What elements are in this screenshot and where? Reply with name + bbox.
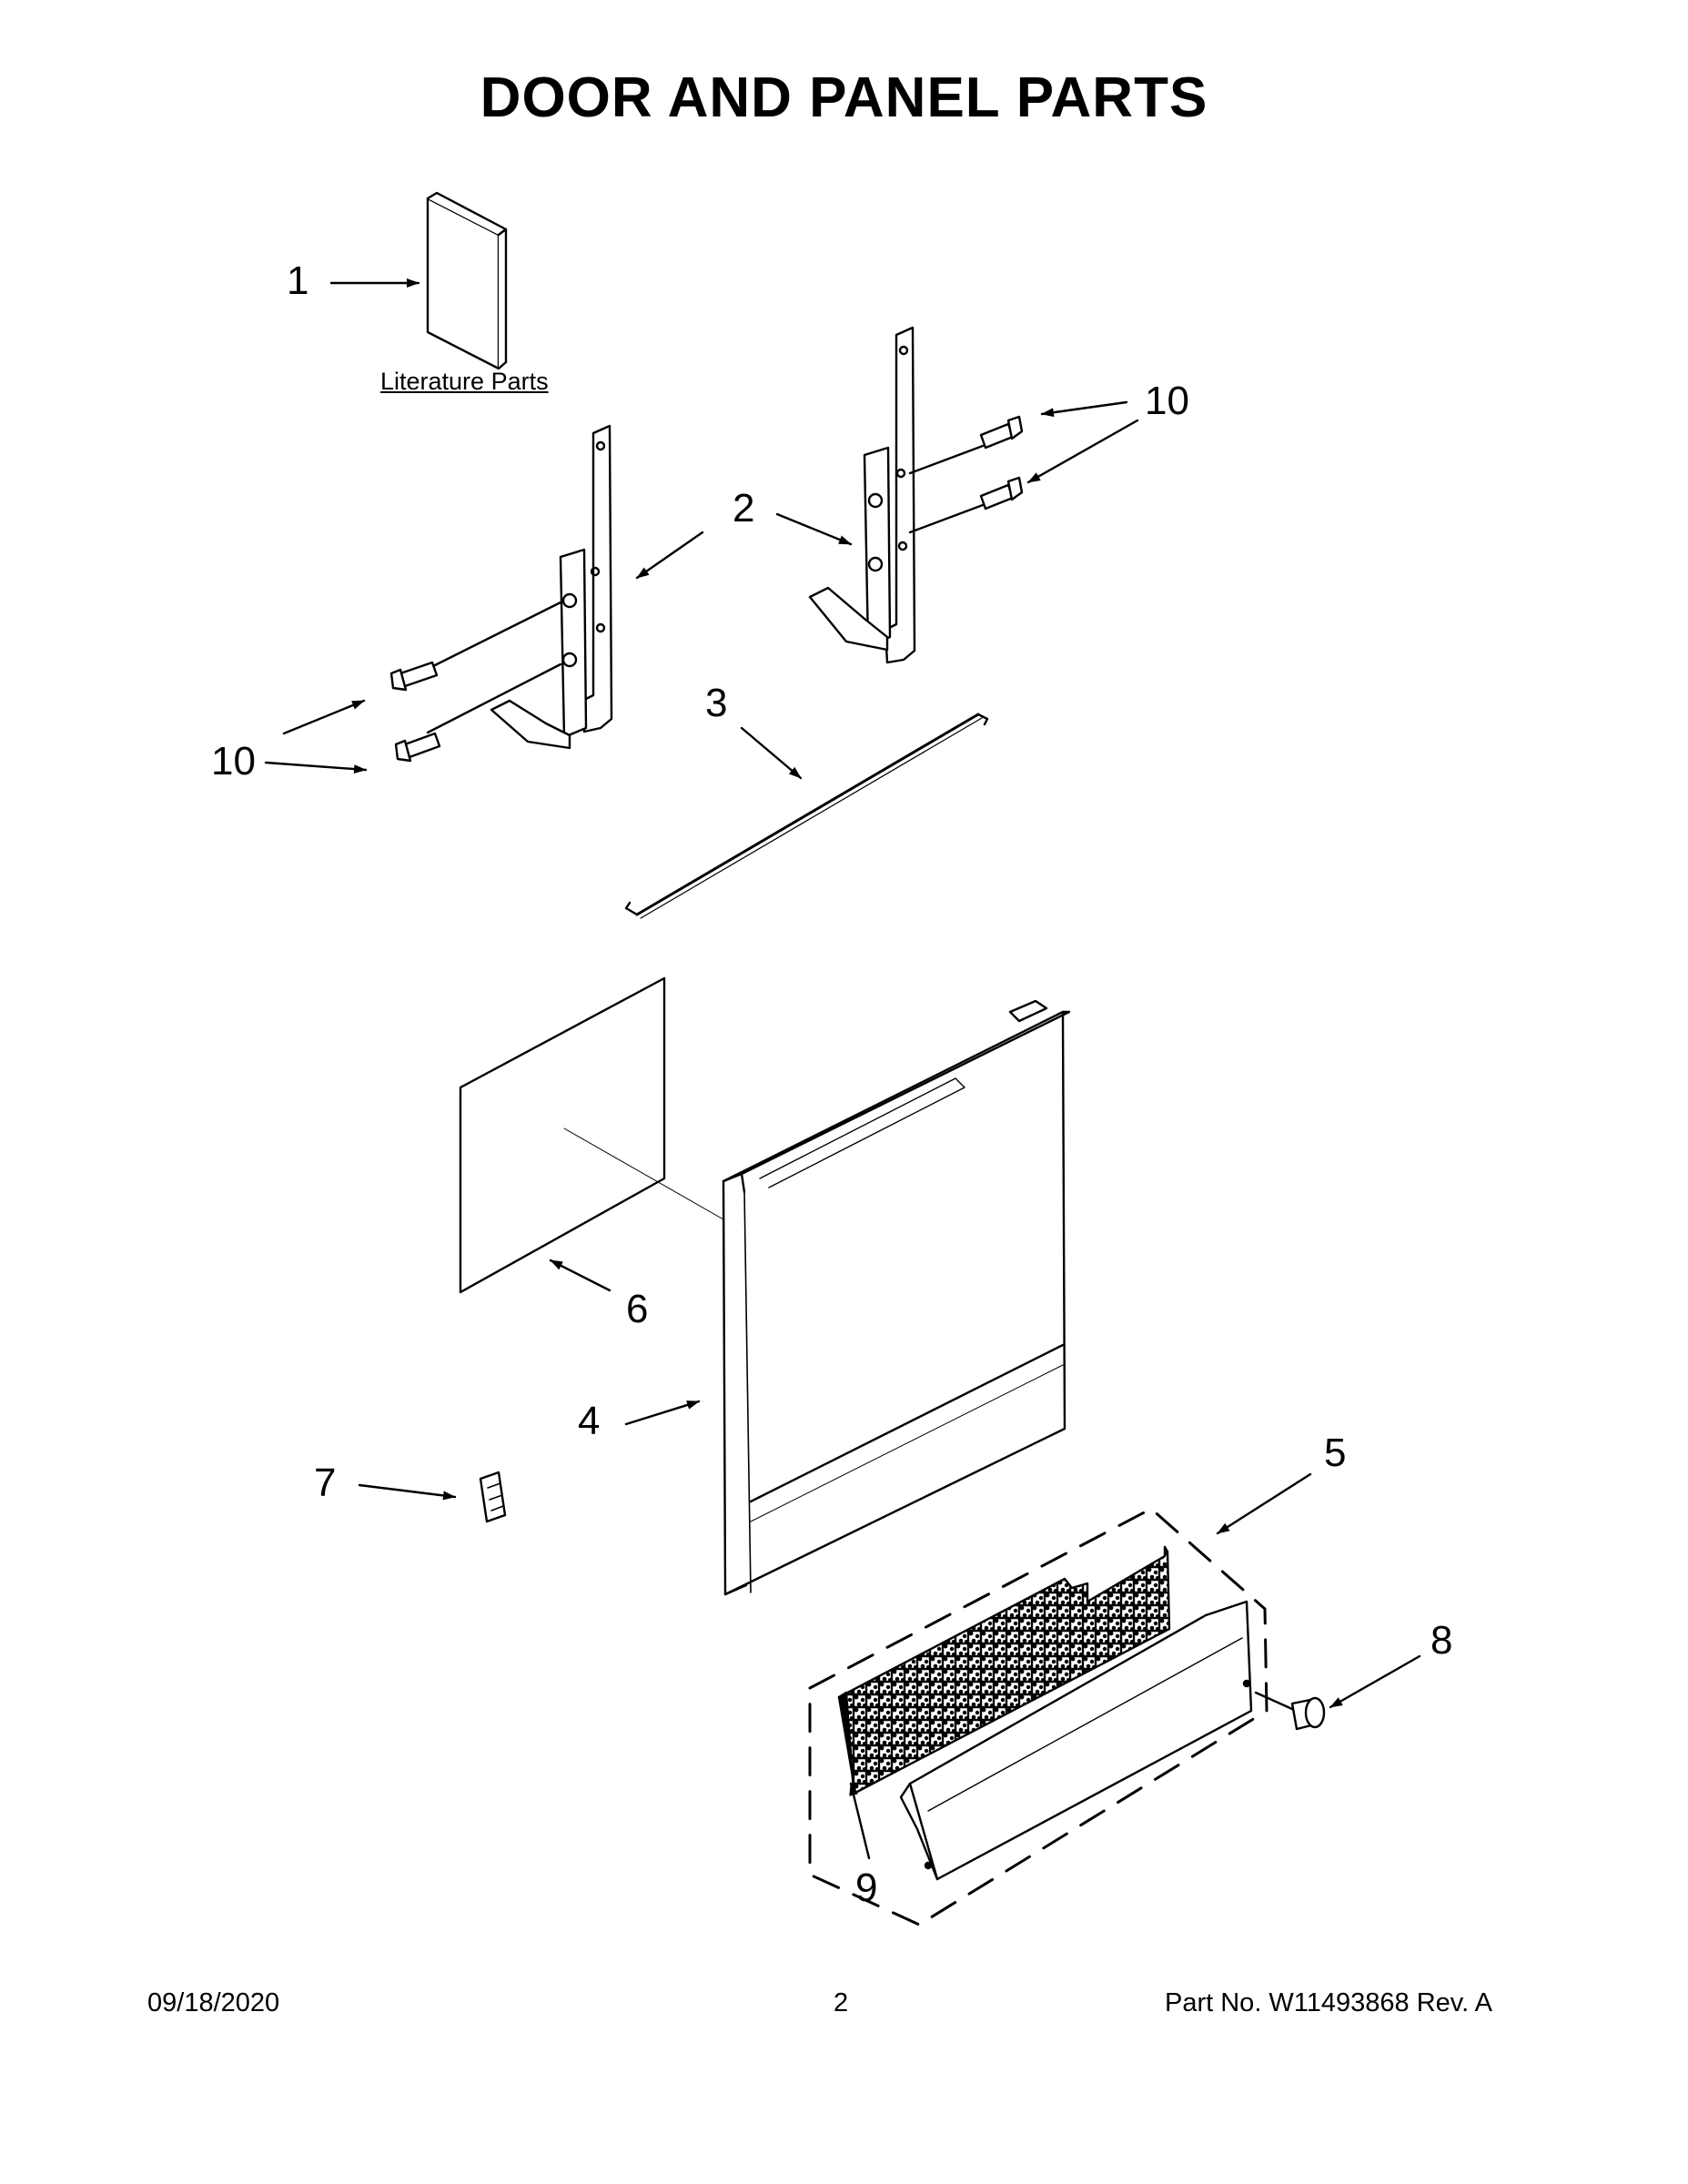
arrow-10-right-upper [1040, 400, 1128, 418]
leader-arrows [264, 278, 1421, 1860]
callout-10-right: 10 [1145, 379, 1189, 423]
callout-8: 8 [1430, 1618, 1453, 1663]
arrow-5 [1216, 1472, 1312, 1535]
arrow-10-right-lower [1026, 419, 1139, 484]
callout-9: 9 [855, 1866, 878, 1910]
arrow-10-left-lower [264, 761, 368, 774]
insulation-sheet-part [459, 976, 724, 1294]
callout-10-left: 10 [211, 739, 256, 784]
callout-5: 5 [1324, 1431, 1347, 1475]
footer-date: 09/18/2020 [147, 1988, 280, 2017]
screw-right-lower [979, 476, 1024, 511]
access-panel-assembly-outline [808, 1507, 1269, 1926]
outer-door-panel-part [722, 999, 1071, 1596]
screw-left-upper [389, 661, 439, 692]
door-rod-part [624, 713, 989, 919]
access-panel-part [899, 1600, 1253, 1881]
page-title: DOOR AND PANEL PARTS [480, 66, 1208, 129]
panel-screw-part [1254, 1691, 1326, 1731]
arrow-9 [849, 1782, 871, 1860]
hinge-bracket-right [808, 326, 985, 664]
arrow-3 [740, 726, 803, 780]
callout-2: 2 [733, 486, 755, 531]
callout-6: 6 [626, 1287, 649, 1331]
clip-part [479, 1471, 507, 1523]
literature-parts-label: Literature Parts [380, 368, 549, 395]
callout-3: 3 [705, 681, 728, 725]
screw-right-upper [979, 415, 1024, 450]
callout-1: 1 [287, 258, 309, 303]
footer-page-number: 2 [834, 1988, 849, 2017]
arrow-8 [1329, 1654, 1421, 1709]
arrow-2-right [775, 512, 853, 546]
insulation-strip-part [837, 1545, 1171, 1795]
arrow-10-left-upper [282, 699, 366, 735]
hinge-bracket-left [426, 424, 613, 750]
arrow-4 [624, 1400, 701, 1426]
arrow-7 [358, 1483, 457, 1501]
footer-part-number: Part No. W11493868 Rev. A [1165, 1988, 1493, 2017]
arrow-2-left [635, 531, 704, 580]
literature-booklet-part [426, 191, 508, 370]
callout-7: 7 [314, 1461, 337, 1505]
screw-left-lower [394, 732, 441, 763]
arrow-6 [549, 1259, 612, 1292]
callout-4: 4 [578, 1399, 601, 1443]
